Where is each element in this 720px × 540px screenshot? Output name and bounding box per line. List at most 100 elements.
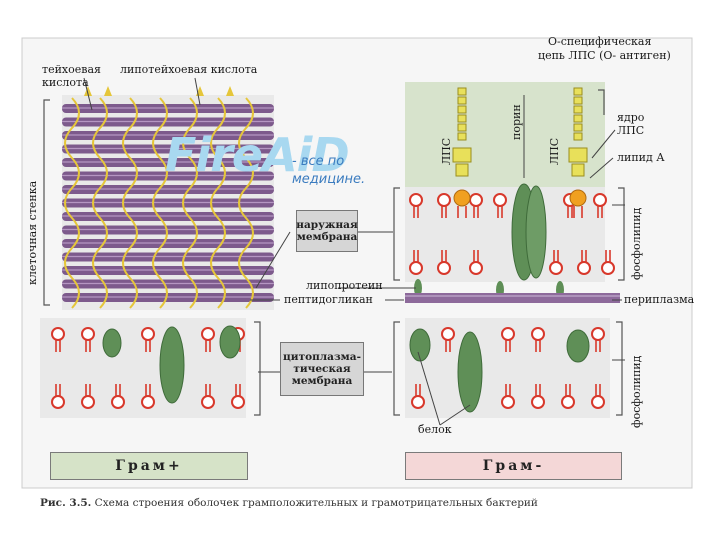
phospholipid-head [577,261,591,275]
phospholipid-head [409,261,423,275]
gram-neg-membrane-bracket [393,321,400,416]
phospholipid-head [469,193,483,207]
phospholipid-head [51,395,65,409]
label-phospholipid-bottom: фосфолипид [630,355,643,428]
phospholipid-head [501,395,515,409]
teichoic-acid-strands [64,86,254,309]
membrane-protein [457,331,483,413]
legend-gram-negative: Грам- [405,452,622,480]
phospholipid-head [51,327,65,341]
o-antigen-unit [457,123,467,132]
outer-membrane-box: наружная мембрана [296,210,358,252]
legend-gram-positive: Грам+ [50,452,248,480]
phospholipid-head [531,327,545,341]
o-antigen-unit [573,132,583,141]
label-protein: белок [418,423,452,436]
lps-core-block [455,163,469,177]
o-antigen-bracket [598,89,605,115]
phospholipid-head [469,261,483,275]
phospholipid-head [201,327,215,341]
gram-neg-peptidoglycan [405,293,620,303]
phospholipid-head [411,395,425,409]
label-porin: порин [510,104,523,140]
membrane-protein [566,329,590,363]
figure-caption: Рис. 3.5. Схема строения оболочек грампо… [40,497,690,509]
teichoic-strand [210,97,226,309]
phospholipid-head [111,395,125,409]
phospholipid-head [437,261,451,275]
membrane-protein [102,328,122,358]
phospholipid-head [501,327,515,341]
phospholipid-head [493,193,507,207]
lipid-a-head [453,189,471,207]
label-lps-left: ЛПС [440,137,453,165]
membrane-protein [159,326,185,404]
pointer-lines [83,77,625,426]
teichoic-strand [64,97,80,309]
label-phospholipid-top: фосфолипид [630,207,643,280]
watermark-tagline-2: медицине. [292,172,366,187]
o-antigen-unit [573,96,583,105]
teichoic-strand [92,97,108,309]
caption-text: Схема строения оболочек грамположительны… [94,497,538,509]
label-o-specific: О-специфическая [548,35,652,48]
phospholipid-head [81,395,95,409]
peptidoglycan-layers [62,104,274,302]
phospholipid-head [141,395,155,409]
watermark-tagline-1: - все по [292,154,345,169]
phospholipid-head [591,395,605,409]
teichoic-arrowhead [226,86,234,96]
phospholipid-head [231,395,245,409]
lps-core-block [452,147,472,163]
phospholipid-head [409,193,423,207]
label-lps-core: ядро [617,111,645,124]
phospholipid-head [601,261,615,275]
phospholipid-head [549,261,563,275]
label-lps-right: ЛПС [548,137,561,165]
teichoic-strand [182,97,198,309]
o-antigen-unit [457,114,467,123]
phospholipid-head [441,327,455,341]
o-antigen-unit [573,114,583,123]
o-antigen-unit [573,87,583,96]
teichoic-strand [122,97,138,309]
label-lipoteichoic-acid: липотейхоевая кислота [120,63,258,76]
phospholipid-top-bracket [618,187,625,281]
lipid-a-head [569,189,587,207]
teichoic-arrowhead [84,86,92,96]
phospholipid-head [201,395,215,409]
label-lipid-a: липид А [617,151,665,164]
label-teichoic-acid-2: кислота [42,76,89,89]
gram-pos-membrane-bracket [254,321,261,416]
label-o-specific-2: цепь ЛПС (О- антиген) [538,49,671,62]
label-lipoprotein: липопротеин [306,279,383,292]
o-antigen-unit [457,87,467,96]
teichoic-strand [238,97,254,309]
cell-wall-bracket [43,99,50,306]
watermark-brand: FireAiD [165,128,350,182]
teichoic-arrowhead [104,86,112,96]
o-antigen-unit [457,105,467,114]
o-antigen-unit [457,96,467,105]
phospholipid-head [593,193,607,207]
lps-core-block [571,163,585,177]
phospholipid-head [141,327,155,341]
lipoprotein-shape [414,279,422,297]
teichoic-strand [152,97,168,309]
o-antigen-unit [457,132,467,141]
phospholipid-head [531,395,545,409]
caption-number: Рис. 3.5. [40,497,92,509]
phospholipid-head [81,327,95,341]
phospholipid-head [591,327,605,341]
lps-chains [452,87,588,218]
porin-shape [525,185,547,279]
o-antigen-unit [573,123,583,132]
label-teichoic-acid: тейхоевая [42,63,101,76]
phospholipid-head [561,395,575,409]
outer-membrane-bracket [393,187,400,281]
phospholipid-molecules [51,193,615,409]
lps-core-block [568,147,588,163]
label-periplasm: периплазма [624,293,695,306]
phospholipid-head [437,193,451,207]
